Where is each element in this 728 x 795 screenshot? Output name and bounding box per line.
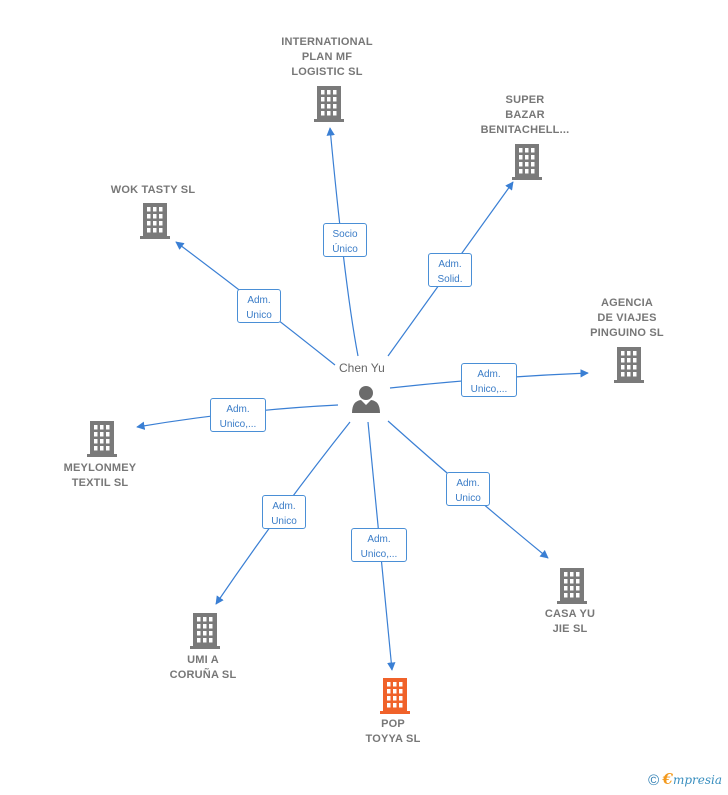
brand-logo[interactable]: €mpresia xyxy=(662,770,723,788)
company-name-agencia[interactable]: AGENCIA DE VIAJES PINGUINO SL xyxy=(590,297,664,339)
brand-initial: € xyxy=(662,770,673,788)
person-icon[interactable] xyxy=(352,386,380,413)
building-icon[interactable] xyxy=(614,347,644,383)
company-name-casa-yu[interactable]: CASA YU JIE SL xyxy=(544,608,596,635)
building-icon[interactable] xyxy=(314,86,344,122)
building-icon[interactable] xyxy=(190,613,220,649)
brand-name: mpresia xyxy=(672,773,722,787)
company-name-international[interactable]: INTERNATIONAL PLAN MF LOGISTIC SL xyxy=(281,36,373,78)
relation-label-wok-tasty: Adm. Unico xyxy=(237,289,281,323)
company-name-wok-tasty[interactable]: WOK TASTY SL xyxy=(110,184,196,196)
company-name-pop-toyya[interactable]: POP TOYYA SL xyxy=(365,718,421,745)
relation-label-agencia: Adm. Unico,... xyxy=(461,363,517,397)
company-name-meylonmey[interactable]: MEYLONMEY TEXTIL SL xyxy=(63,462,137,489)
relation-label-meylonmey: Adm. Unico,... xyxy=(210,398,266,432)
center-person-name[interactable]: Chen Yu xyxy=(339,361,385,375)
relation-label-pop-toyya: Adm. Unico,... xyxy=(351,528,407,562)
relation-label-super-bazar: Adm. Solid. xyxy=(428,253,472,287)
building-icon[interactable] xyxy=(557,568,587,604)
company-name-umi[interactable]: UMI A CORUÑA SL xyxy=(169,654,237,681)
copyright-symbol: © xyxy=(648,772,660,789)
building-icon[interactable] xyxy=(87,421,117,457)
relation-label-international: Socio Único xyxy=(323,223,367,257)
company-name-super-bazar[interactable]: SUPER BAZAR BENITACHELL... xyxy=(480,94,570,136)
edge-international xyxy=(326,127,359,357)
relation-label-umi: Adm. Unico xyxy=(262,495,306,529)
building-icon[interactable] xyxy=(140,203,170,239)
copyright-footer: © €mpresia xyxy=(648,770,722,789)
relation-label-casa-yu: Adm. Unico xyxy=(446,472,490,506)
building-icon[interactable] xyxy=(512,144,542,180)
building-icon[interactable] xyxy=(380,678,410,714)
